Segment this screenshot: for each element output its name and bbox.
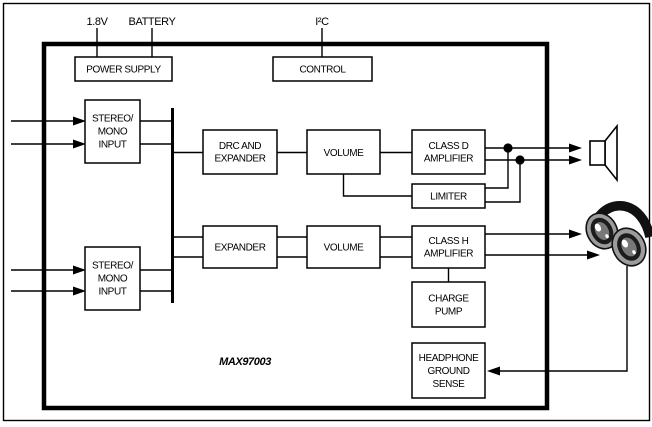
block-class-d-amplifier: CLASS D AMPLIFIER: [411, 129, 486, 175]
block-charge-pump: CHARGE PUMP: [411, 281, 486, 328]
headphones-icon: [585, 201, 652, 267]
block-input-b-box: [84, 246, 141, 311]
ic-boundary: [41, 41, 550, 411]
cup-highlight: [594, 223, 602, 232]
cup-highlight: [605, 234, 609, 239]
block-input-b-line3: INPUT: [98, 287, 126, 298]
cup-highlight: [621, 239, 629, 248]
block-class-d-line2: AMPLIFIER: [424, 154, 473, 165]
block-control-box: [272, 56, 373, 82]
block-limiter: LIMITER: [411, 183, 486, 209]
block-drc-box: [202, 129, 278, 175]
block-hp-ground-line1: HEADPHONE: [419, 353, 479, 364]
input-wires: [11, 116, 86, 296]
speaker-path-wires: [174, 143, 582, 203]
headphone-cup-left: [585, 212, 619, 250]
cup-highlight: [632, 250, 636, 255]
block-charge-pump-box: [411, 281, 486, 328]
arrowhead-icon: [487, 366, 500, 376]
headphone-cup-right: [611, 227, 647, 267]
block-hp-ground-box: [411, 342, 486, 399]
arrowhead-icon: [73, 116, 86, 126]
block-headphone-ground-sense: HEADPHONE GROUND SENSE: [411, 342, 486, 399]
block-class-d-line1: CLASS D: [429, 141, 469, 152]
block-charge-pump-line1: CHARGE: [428, 294, 469, 305]
block-class-h-line1: CLASS H: [429, 236, 469, 247]
block-expander-label: EXPANDER: [214, 243, 265, 254]
block-power-supply-label: POWER SUPPLY: [86, 65, 161, 76]
block-input-b-line2: MONO: [98, 274, 128, 285]
part-number-label: MAX97003: [219, 356, 271, 368]
arrowhead-icon: [569, 155, 582, 165]
wire-ground-sense: [499, 266, 628, 372]
block-limiter-box: [411, 183, 486, 209]
block-control: CONTROL: [272, 56, 373, 82]
block-limiter-label: LIMITER: [430, 192, 467, 203]
block-class-h-line2: AMPLIFIER: [424, 249, 473, 260]
junction-dot: [503, 143, 513, 153]
block-class-h-box: [411, 225, 486, 269]
block-power-supply-box: [74, 56, 173, 82]
block-input-a-line1: STEREO/: [92, 114, 134, 125]
block-class-d-box: [411, 129, 486, 175]
block-hp-ground-line3: SENSE: [433, 379, 466, 390]
block-volume-b-box: [306, 225, 381, 269]
block-volume-top: VOLUME: [306, 129, 381, 175]
wire-limiter-sense-1: [485, 148, 509, 189]
block-drc-line2: EXPANDER: [214, 154, 265, 165]
block-volume-a-label: VOLUME: [324, 148, 365, 159]
block-drc-and-expander: DRC AND EXPANDER: [202, 129, 278, 175]
arrowhead-icon: [73, 139, 86, 149]
arrowhead-icon: [569, 143, 582, 153]
block-volume-a-box: [306, 129, 381, 175]
pin-wires: [96, 28, 323, 57]
arrowhead-icon: [587, 250, 600, 260]
block-stereo-mono-input-top: STEREO/ MONO INPUT: [84, 99, 141, 164]
block-hp-ground-line2: GROUND: [427, 366, 469, 377]
block-power-supply: POWER SUPPLY: [74, 56, 173, 82]
arrowhead-icon: [569, 229, 582, 239]
block-input-a-line2: MONO: [98, 127, 128, 138]
block-control-label: CONTROL: [299, 65, 346, 76]
block-class-h-amplifier: CLASS H AMPLIFIER: [411, 225, 486, 269]
speaker-body: [589, 140, 606, 166]
arrowhead-icon: [73, 286, 86, 296]
block-input-b-line1: STEREO/: [92, 261, 134, 272]
block-input-a-line3: INPUT: [98, 140, 126, 151]
headphone-path-wires: [174, 229, 628, 376]
block-input-a-box: [84, 99, 141, 164]
mix-bus: [140, 108, 174, 303]
block-volume-b-label: VOLUME: [324, 243, 365, 254]
wire-volume-to-limiter: [342, 174, 412, 197]
arrowhead-icon: [73, 265, 86, 275]
wire-limiter-sense-2: [485, 160, 521, 203]
pin-label-i2c: I²C: [315, 16, 329, 28]
block-charge-pump-line2: PUMP: [435, 307, 463, 318]
block-expander: EXPANDER: [202, 225, 278, 269]
block-drc-line1: DRC AND: [219, 141, 261, 152]
speaker-icon: [589, 123, 618, 183]
pin-label-battery: BATTERY: [129, 16, 177, 28]
block-stereo-mono-input-bottom: STEREO/ MONO INPUT: [84, 246, 141, 311]
block-expander-box: [202, 225, 278, 269]
pin-label-1v8: 1.8V: [86, 16, 108, 28]
junction-dot: [515, 155, 525, 165]
block-volume-bottom: VOLUME: [306, 225, 381, 269]
